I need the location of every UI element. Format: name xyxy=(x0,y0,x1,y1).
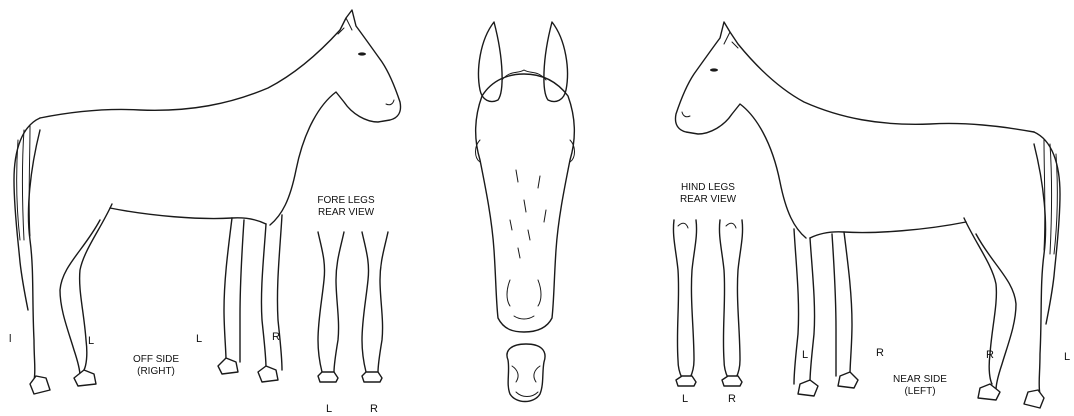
fore-legs-rear-view xyxy=(318,232,388,382)
fore-rear-right-mark: R xyxy=(370,403,378,415)
near-side-horse-outline xyxy=(675,22,1060,408)
near-side-subtitle: (LEFT) xyxy=(904,386,935,397)
near-side-fore-right-mark: R xyxy=(986,349,994,361)
fore-legs-title: FORE LEGS xyxy=(317,195,375,206)
off-side-left-edge-mark: l xyxy=(9,333,11,345)
near-side-hind-right-mark: R xyxy=(876,347,884,359)
hind-legs-subtitle: REAR VIEW xyxy=(680,194,737,205)
hind-legs-rear-view xyxy=(673,220,742,386)
hind-rear-left-mark: L xyxy=(682,393,688,405)
off-side-fore-left-mark: L xyxy=(196,333,202,345)
near-side-hind-left-mark: L xyxy=(802,349,808,361)
off-side-fore-right-mark: R xyxy=(272,331,280,343)
hind-rear-right-mark: R xyxy=(728,393,736,405)
head-front-view xyxy=(476,22,575,332)
near-side-right-edge-mark: L xyxy=(1064,351,1070,363)
near-side-title: NEAR SIDE xyxy=(893,374,947,385)
fore-rear-left-mark: L xyxy=(326,403,332,415)
fore-legs-subtitle: REAR VIEW xyxy=(318,207,375,218)
off-side-hind-left-mark: L xyxy=(88,335,94,347)
hind-legs-title: HIND LEGS xyxy=(681,182,735,193)
off-side-title: OFF SIDE xyxy=(133,354,179,365)
off-side-subtitle: (RIGHT) xyxy=(137,366,175,377)
muzzle-view xyxy=(507,344,545,402)
